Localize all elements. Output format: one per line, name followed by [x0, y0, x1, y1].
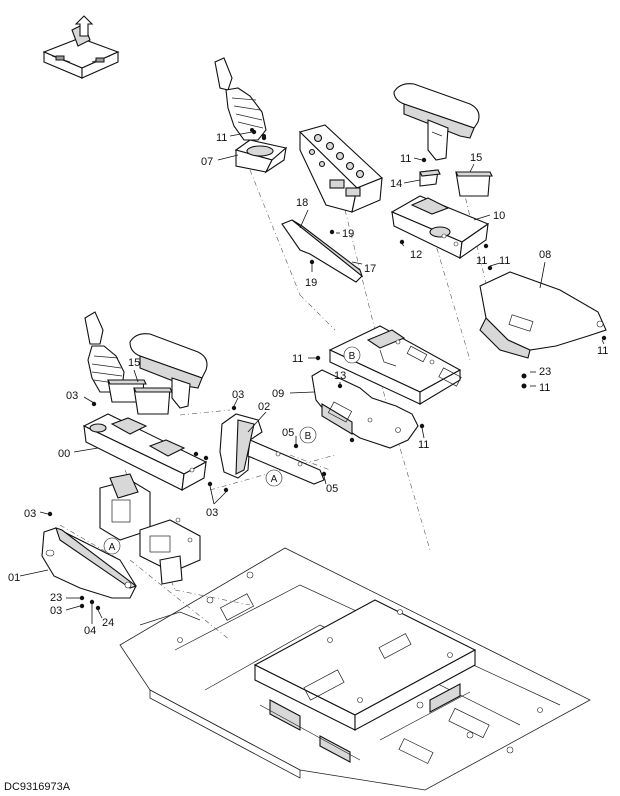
- part-label: 12: [410, 249, 422, 261]
- leader-lines: [19, 131, 605, 624]
- ref-marker-a: A: [109, 542, 116, 553]
- part-label: 11: [476, 255, 487, 267]
- right-console-box: [390, 195, 490, 260]
- floor-frame: [119, 547, 591, 791]
- part-label: 10: [493, 210, 505, 222]
- part-label: 11: [418, 439, 429, 451]
- part-label: 03: [50, 605, 62, 617]
- right-cup-holders: [419, 169, 493, 197]
- part-label: 11: [499, 255, 510, 267]
- part-number-labels: 11 07 11 14 15 10 12 18 19 17 19 08 11 1…: [8, 132, 608, 637]
- part-label: 11: [539, 382, 550, 394]
- part-label: 03: [66, 390, 78, 402]
- part-label: 24: [102, 617, 114, 629]
- part-label: 03: [24, 508, 36, 520]
- part-label: 08: [539, 249, 551, 261]
- fasteners: [47, 129, 607, 611]
- part-label: 07: [201, 156, 213, 168]
- console-frame: [328, 325, 462, 405]
- part-label: 19: [305, 277, 317, 289]
- part-label: 17: [364, 263, 376, 275]
- reference-markers: A A B B: [103, 346, 361, 555]
- part-label: 04: [84, 625, 96, 637]
- right-armrest: [393, 83, 480, 161]
- cover-18: [281, 219, 364, 283]
- part-label: 13: [334, 370, 346, 382]
- part-label: 01: [8, 572, 20, 584]
- left-cover-02: [219, 413, 325, 485]
- ref-marker-b: B: [349, 351, 356, 362]
- ref-marker-a: A: [271, 474, 278, 485]
- part-label: 14: [390, 178, 402, 190]
- part-label: 11: [597, 345, 608, 357]
- machine-orientation-icon: [42, 15, 120, 79]
- left-lower-cover-01: [41, 527, 138, 599]
- part-label: 11: [292, 353, 303, 365]
- part-label: 05: [282, 427, 294, 439]
- part-label: 23: [50, 592, 62, 604]
- left-armrest: [129, 333, 208, 409]
- part-label: 15: [128, 357, 140, 369]
- right-switch-panel: [298, 124, 384, 213]
- drawing-code: DC9316973A: [4, 781, 71, 793]
- part-label: 03: [232, 389, 244, 401]
- part-label: 15: [470, 152, 482, 164]
- left-console-box: [82, 413, 208, 491]
- ref-marker-b: B: [305, 431, 312, 442]
- left-control-bracket: [99, 473, 201, 585]
- part-label: 23: [539, 366, 551, 378]
- part-label: 03: [206, 507, 218, 519]
- part-label: 11: [400, 153, 411, 165]
- right-cover-09: [311, 369, 419, 449]
- part-label: 09: [272, 388, 284, 400]
- right-side-cover-08: [479, 271, 607, 359]
- right-joystick-lever: [214, 57, 288, 174]
- left-cup-holders: [107, 379, 173, 415]
- part-label: 00: [58, 448, 70, 460]
- part-label: 02: [258, 401, 270, 413]
- part-label: 05: [326, 483, 338, 495]
- part-label: 19: [342, 228, 354, 240]
- part-label: 11: [216, 132, 227, 144]
- part-label: 18: [296, 197, 308, 209]
